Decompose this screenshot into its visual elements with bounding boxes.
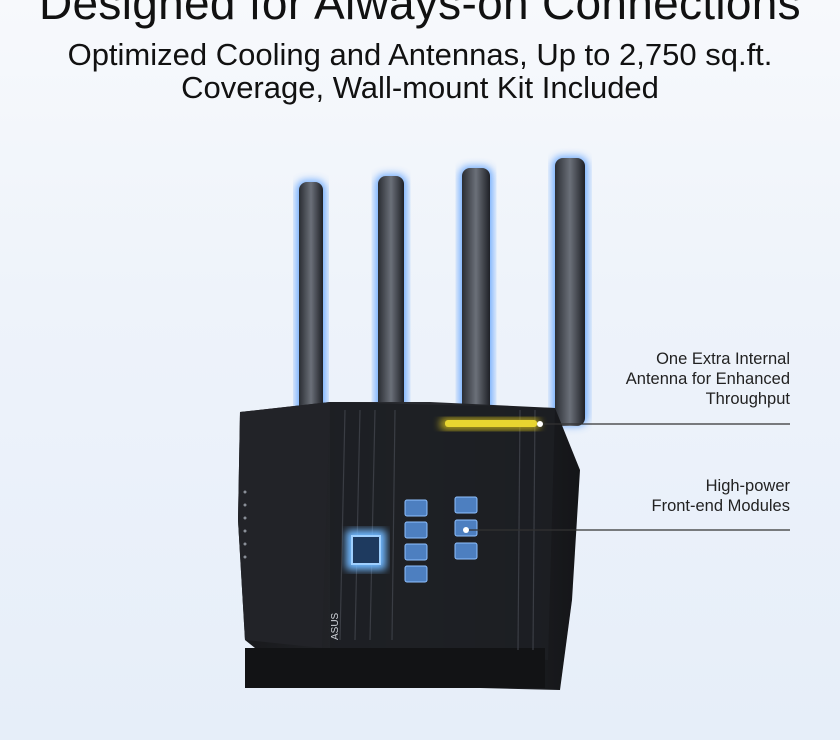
callout-line: Antenna for Enhanced [625,370,790,388]
callout-lines [463,421,790,533]
antenna-2 [375,174,407,430]
brand-logo: ASUS [330,612,341,640]
page-title: Designed for Always-on Connections [39,0,801,29]
callout-line: One Extra Internal [656,350,790,368]
antenna-1 [296,180,326,430]
router-body: ASUS [238,402,580,690]
subtitle-line: Coverage, Wall-mount Kit Included [181,70,659,105]
antenna-4 [552,156,588,426]
callout-front-end-modules: High-power Front-end Modules [652,476,791,516]
callout-line: Throughput [705,390,790,408]
callout-line: Front-end Modules [651,497,791,515]
antennas [296,156,588,430]
subtitle-line: Optimized Cooling and Antennas, Up to 2,… [67,37,773,72]
callout-line: High-power [705,477,790,495]
status-leds [243,490,247,559]
front-end-modules [404,496,478,583]
callout-internal-antenna: One Extra Internal Antenna for Enhanced … [626,349,790,409]
antenna-3 [459,166,493,430]
page-subtitle: Optimized Cooling and Antennas, Up to 2,… [0,38,840,104]
